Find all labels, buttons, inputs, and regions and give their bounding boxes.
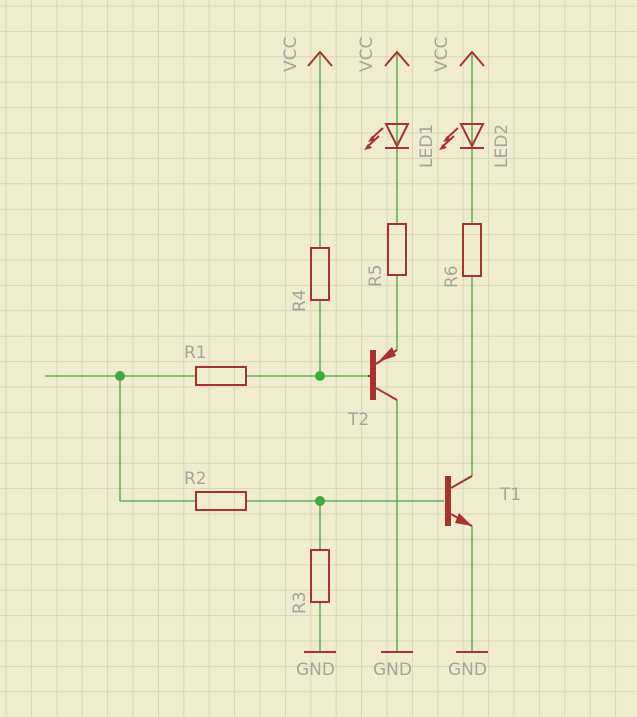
gnd-symbol-1: GND [296, 651, 336, 680]
resistor-r3: R3 [290, 549, 330, 614]
wires [45, 52, 473, 652]
transistor-t2: T2 [347, 347, 398, 430]
vcc-symbol-2: VCC [357, 37, 410, 72]
r4-label: R4 [290, 289, 310, 312]
r5-label: R5 [366, 264, 386, 287]
led2-symbol: LED2 [439, 123, 512, 168]
junction-t1-base [315, 496, 325, 506]
r1-label: R1 [184, 343, 207, 363]
led2-label: LED2 [492, 124, 512, 168]
gnd-label-1: GND [296, 660, 335, 680]
resistor-r1: R1 [184, 343, 247, 386]
vcc-symbol-3: VCC [432, 37, 485, 72]
gnd-label-2: GND [373, 660, 412, 680]
resistor-r6: R6 [442, 223, 482, 288]
gnd-symbol-3: GND [448, 651, 488, 680]
r3-label: R3 [290, 591, 310, 614]
vcc-symbol-1: VCC [281, 37, 333, 72]
junction-t2-base [315, 371, 325, 381]
vcc-label-3: VCC [432, 37, 452, 72]
t2-label: T2 [347, 410, 369, 430]
r2-label: R2 [184, 469, 207, 489]
junction-input [115, 371, 125, 381]
resistor-r2: R2 [184, 469, 247, 511]
resistor-r5: R5 [366, 223, 407, 287]
gnd-symbol-2: GND [373, 651, 413, 680]
led1-label: LED1 [417, 124, 437, 168]
transistor-t1: T1 [445, 475, 521, 527]
resistor-r4: R4 [290, 247, 330, 312]
t1-label: T1 [499, 485, 521, 505]
vcc-label-2: VCC [357, 37, 377, 72]
led1-symbol: LED1 [364, 123, 437, 168]
vcc-label-1: VCC [281, 37, 301, 72]
gnd-label-3: GND [448, 660, 487, 680]
r6-label: R6 [442, 265, 462, 288]
